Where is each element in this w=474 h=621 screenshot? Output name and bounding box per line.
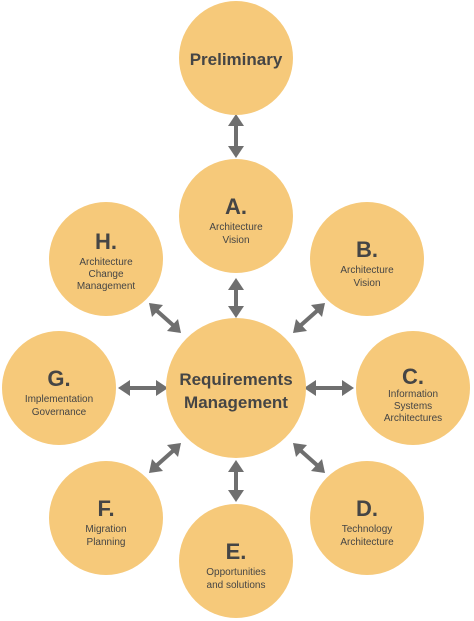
phase-b-line-1: Architecture (340, 265, 394, 276)
phase-h-letter: H. (95, 229, 117, 254)
connector-preliminary-a (228, 114, 244, 158)
phase-g-letter: G. (47, 366, 70, 391)
phase-e-node: E. Opportunities and solutions (179, 504, 293, 618)
phase-a-node: A. Architecture Vision (179, 159, 293, 273)
connector-center-h (149, 303, 181, 333)
phase-g-line-2: Governance (32, 407, 87, 418)
phase-a-line-2: Vision (222, 235, 249, 246)
connector-center-b (293, 303, 325, 333)
connector-center-a (228, 278, 244, 318)
center-title-line-2: Management (184, 393, 288, 412)
phase-g-node: G. Implementation Governance (2, 331, 116, 445)
phase-e-line-2: and solutions (207, 580, 266, 591)
phase-f-line-2: Planning (87, 537, 126, 548)
phase-a-letter: A. (225, 194, 247, 219)
phase-d-node: D. Technology Architecture (310, 461, 424, 575)
phase-e-letter: E. (226, 539, 247, 564)
phase-d-letter: D. (356, 496, 378, 521)
connector-center-d (293, 443, 325, 473)
connector-center-g (118, 380, 168, 396)
phase-f-node: F. Migration Planning (49, 461, 163, 575)
connector-center-c (304, 380, 354, 396)
phase-h-node: H. Architecture Change Management (49, 202, 163, 316)
connector-center-f (149, 443, 181, 473)
center-title-line-1: Requirements (179, 370, 292, 389)
phase-d-line-1: Technology (342, 524, 393, 535)
preliminary-node: Preliminary (179, 1, 293, 115)
connector-center-e (228, 460, 244, 502)
preliminary-title: Preliminary (190, 50, 283, 69)
phase-g-line-1: Implementation (25, 394, 93, 405)
phase-c-letter: C. (402, 364, 424, 389)
phase-b-node: B. Architecture Vision (310, 202, 424, 316)
phase-f-letter: F. (97, 496, 114, 521)
requirements-management-node: Requirements Management (166, 318, 306, 458)
phase-b-line-2: Vision (353, 278, 380, 289)
phase-f-line-1: Migration (85, 524, 126, 535)
phase-a-line-1: Architecture (209, 222, 263, 233)
phase-b-letter: B. (356, 237, 378, 262)
phase-c-line-3: Architectures (384, 413, 442, 424)
phase-d-line-2: Architecture (340, 537, 394, 548)
phase-h-line-3: Management (77, 281, 136, 292)
phase-c-line-1: Information (388, 389, 438, 400)
phase-c-line-2: Systems (394, 401, 432, 412)
phase-h-line-1: Architecture (79, 257, 133, 268)
phase-c-node: C. Information Systems Architectures (356, 331, 470, 445)
phase-e-line-1: Opportunities (206, 567, 265, 578)
phase-h-line-2: Change (88, 269, 123, 280)
